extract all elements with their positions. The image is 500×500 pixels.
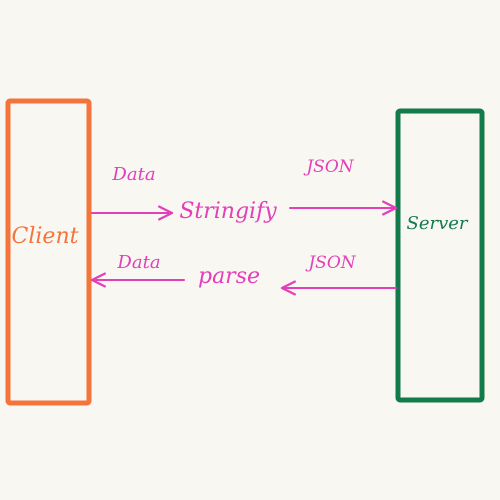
response-output-label: Data [116, 252, 160, 273]
client-label: Client [12, 224, 79, 249]
client-box [5, 98, 92, 406]
parse-operation-label: parse [198, 264, 260, 289]
server-label: Server [406, 213, 468, 234]
response-input-label: JSON [305, 253, 356, 273]
stringify-operation-label: Stringify [179, 199, 277, 224]
request-output-label: JSON [303, 157, 354, 177]
server-box [395, 108, 485, 403]
request-input-label: Data [111, 164, 155, 185]
